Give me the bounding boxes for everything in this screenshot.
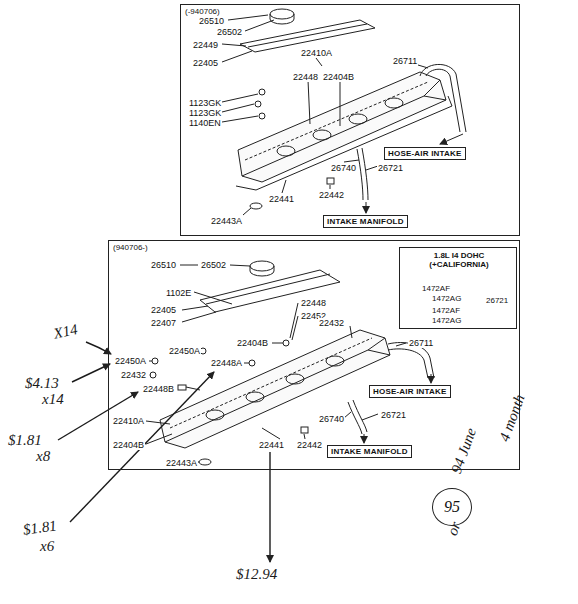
callout-number: 26510 (198, 16, 225, 26)
handwritten-note: or (444, 519, 464, 537)
callout-number: 26740 (330, 163, 357, 173)
callout-number: 1140EN (188, 118, 222, 128)
handwritten-note: x8 (36, 448, 50, 464)
callout-number: 22404B (112, 440, 145, 450)
callout-number: 1123GK (188, 108, 222, 118)
callout-number: 1472AG (432, 316, 461, 325)
callout-number: 22450A (114, 356, 147, 366)
handwritten-note: x6 (40, 538, 54, 554)
handwritten-note: $12.94 (236, 566, 277, 582)
callout-number: 22432 (120, 370, 147, 380)
label-text: (940706-) (113, 243, 148, 252)
callout-number: 22443A (210, 216, 243, 226)
handwritten-note: 94 June (448, 426, 479, 476)
boxed-label: INTAKE MANIFOLD (323, 215, 408, 228)
label-text: (-940706) (185, 7, 220, 16)
callout-number: 26721 (380, 410, 407, 420)
callout-number: 22410A (300, 48, 333, 58)
callout-number: 26711 (392, 56, 418, 66)
callout-number: 22404B (322, 72, 355, 82)
callout-number: 22448 (292, 72, 319, 82)
handwritten-note: 95 (444, 498, 460, 516)
boxed-label: HOSE-AIR INTAKE (369, 385, 451, 398)
label-text: HOSE-AIR INTAKE (388, 149, 462, 158)
boxed-label: INTAKE MANIFOLD (327, 445, 412, 458)
callout-number: 22405 (192, 58, 219, 68)
callout-number: 1472AF (432, 306, 460, 315)
callout-number: 26721 (377, 163, 404, 173)
callout-number: 1472AF (422, 284, 450, 293)
callout-number: 22448 (300, 298, 327, 308)
handwritten-note: $1.81 (22, 517, 58, 538)
callout-number: 1102E (165, 288, 192, 298)
handwritten-note: $4.13 (25, 375, 59, 391)
callout-number: 26510 (150, 260, 177, 270)
handwritten-note: X14 (52, 321, 79, 342)
callout-number: 26740 (318, 414, 345, 424)
label-text: HOSE-AIR INTAKE (373, 387, 447, 396)
callout-number: 22442 (296, 440, 323, 450)
label-text: INTAKE MANIFOLD (331, 447, 408, 456)
inset-box: 1.8L I4 DOHC (+CALIFORNIA)1472AF1472AG26… (399, 247, 517, 329)
callout-number: 22441 (258, 440, 285, 450)
boxed-label: HOSE-AIR INTAKE (384, 147, 466, 160)
callout-number: 22441 (268, 194, 295, 204)
handwritten-note: $1.81 (8, 432, 42, 448)
callout-number: 22449 (192, 40, 219, 50)
callout-number: 26721 (486, 296, 508, 305)
callout-number: 22443A (165, 458, 198, 468)
callout-number: 22448B (142, 384, 175, 394)
callout-number: 22450A (168, 346, 201, 356)
callout-number: 22410A (112, 416, 145, 426)
handwritten-note: x14 (42, 391, 64, 407)
callout-number: 22405 (150, 305, 177, 315)
label-text: 1.8L I4 DOHC (+CALIFORNIA) (413, 251, 505, 269)
callout-number: 22432 (318, 318, 345, 328)
diagram-panel: (-940706) HOSE-AIR INTAKE INTAKE MANIFOLD (180, 4, 520, 236)
callout-number: 22404B (236, 338, 269, 348)
callout-number: 1123GK (188, 98, 222, 108)
callout-number: 26502 (200, 260, 227, 270)
handwritten-note: 4 month (496, 392, 528, 443)
label-text: INTAKE MANIFOLD (327, 217, 404, 226)
callout-number: 22448A (210, 358, 243, 368)
callout-number: 26711 (408, 338, 434, 348)
callout-number: 22442 (318, 190, 345, 200)
callout-number: 26502 (216, 27, 243, 37)
callout-number: 22407 (150, 318, 177, 328)
callout-number: 1472AG (432, 294, 461, 303)
